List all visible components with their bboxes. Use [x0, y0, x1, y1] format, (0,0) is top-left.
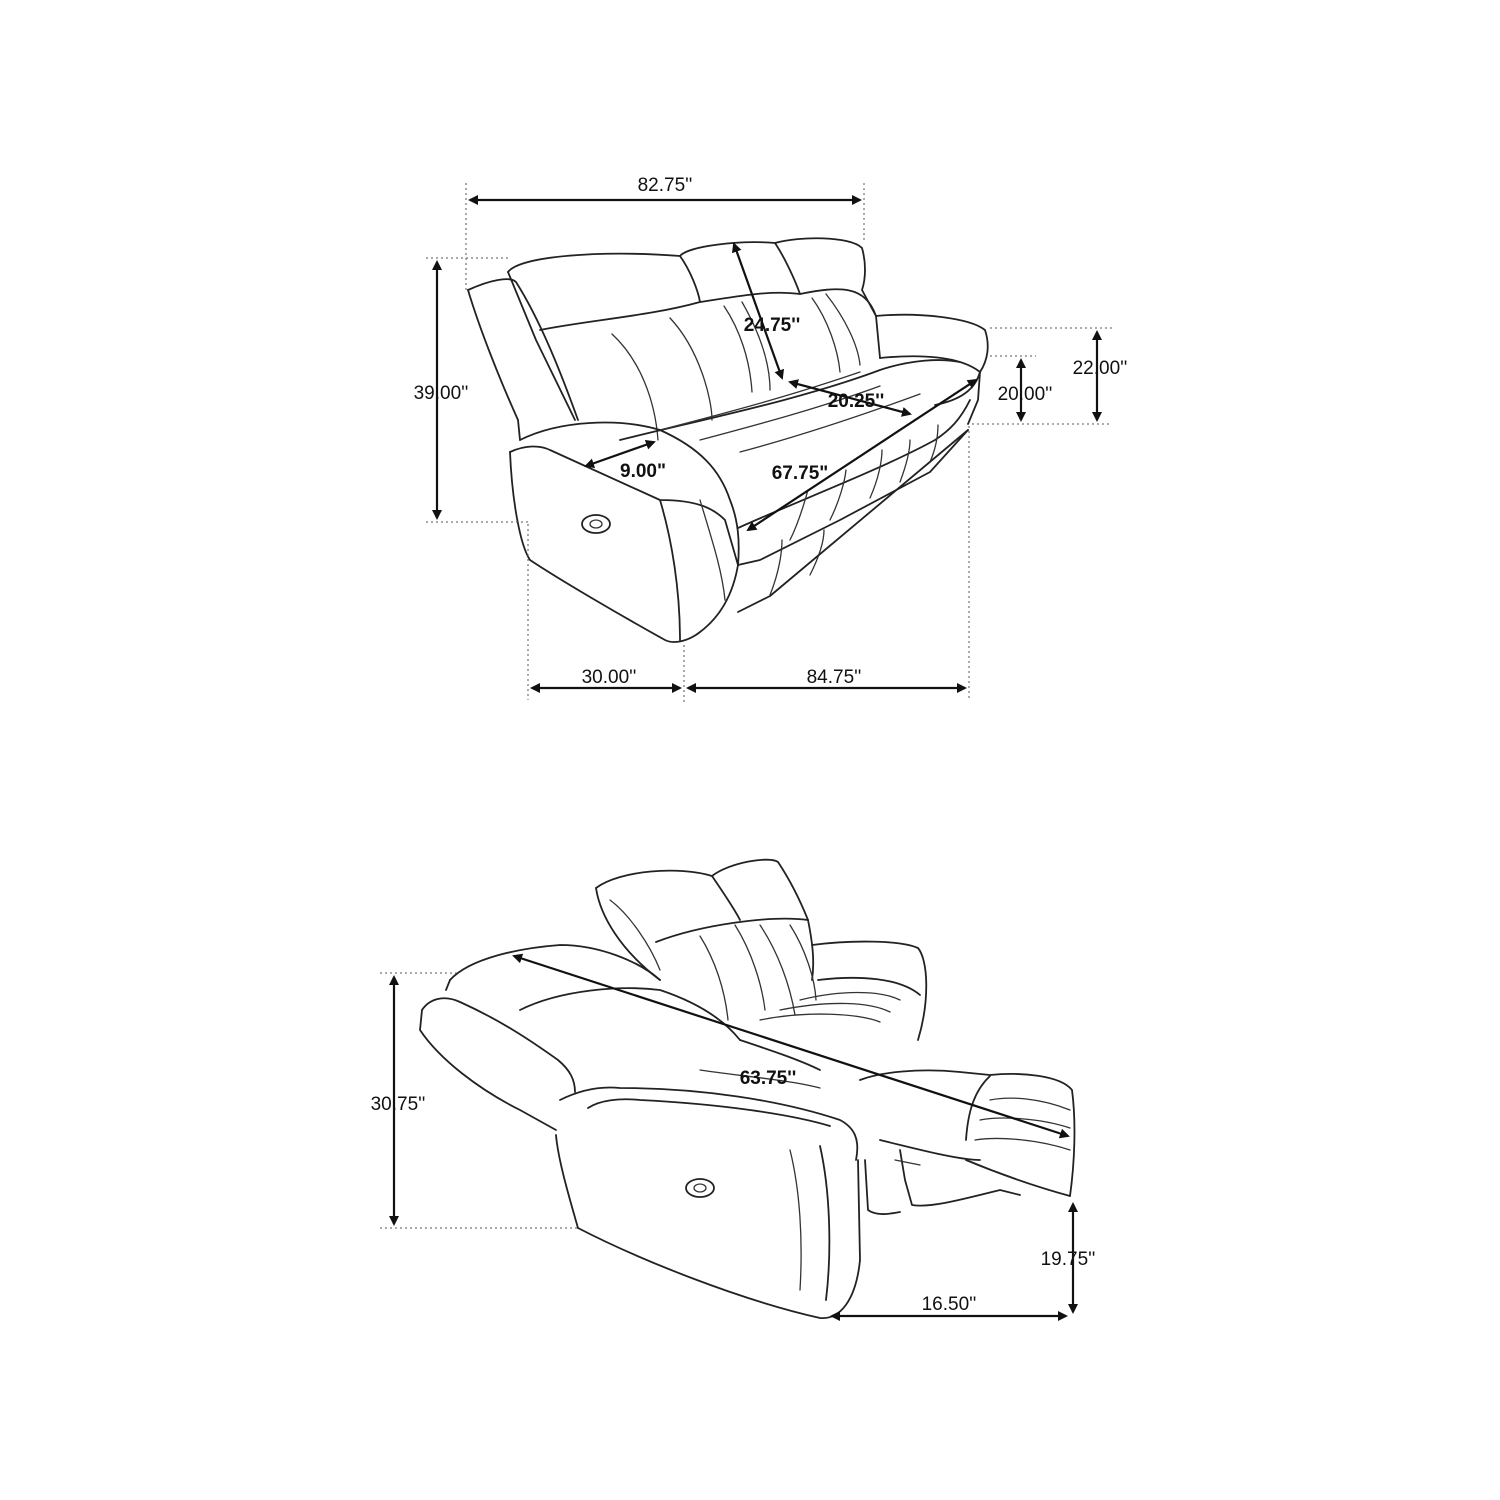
footrest-height-label: 19.75'' — [1041, 1249, 1096, 1270]
upright-sofa-drawing — [467, 237, 989, 643]
arm-width-label: 9.00" — [620, 461, 666, 482]
reclined-height-label: 30.75'' — [371, 1094, 426, 1115]
depth-label: 30.00'' — [582, 667, 637, 688]
overall-width-label: 82.75'' — [638, 175, 693, 196]
length-label: 84.75'' — [807, 667, 862, 688]
seating-width-label: 67.75" — [772, 463, 829, 484]
seat-width-label: 20.25'' — [828, 391, 885, 412]
arm-height-label: 22.00'' — [1073, 358, 1128, 379]
upright-dimension-lines — [426, 183, 1112, 704]
footrest-extension-label: 16.50'' — [922, 1294, 977, 1315]
reclined-dimension-labels: 63.75'' 30.75'' 19.75'' 16.50'' — [371, 1068, 1096, 1315]
overall-height-label: 39.00'' — [414, 383, 469, 404]
upright-dimension-labels: 82.75'' 39.00'' 24.75'' 20.25'' 9.00" 67… — [414, 175, 1128, 688]
headrest-depth-label: 24.75'' — [744, 315, 801, 336]
reclined-dimension-lines — [380, 953, 1078, 1321]
reclined-length-label: 63.75'' — [740, 1068, 797, 1089]
seat-height-label: 20.00'' — [998, 384, 1053, 405]
